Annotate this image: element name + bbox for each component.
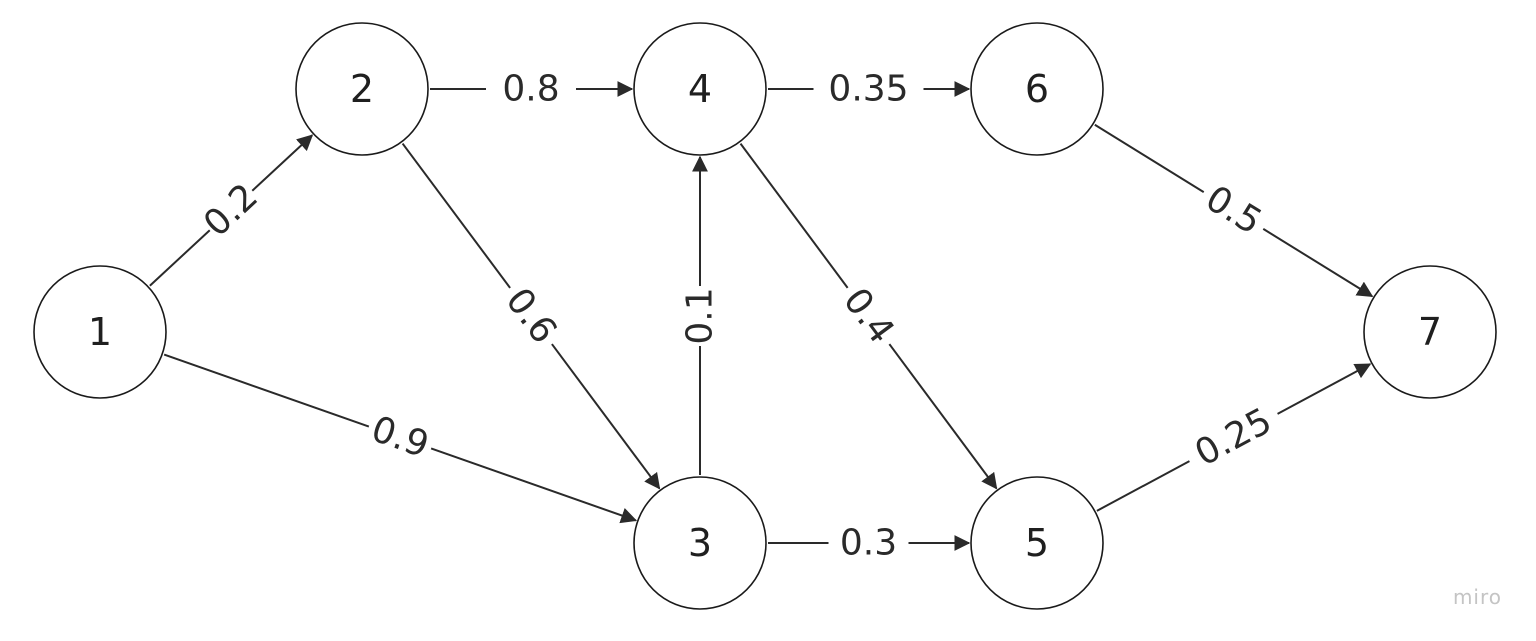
node-label: 7: [1418, 310, 1442, 354]
node-1: 1: [33, 265, 167, 399]
node-label: 1: [88, 310, 112, 354]
node-label: 2: [350, 67, 374, 111]
edge-arrow-segment: [551, 343, 661, 490]
edge-label: 0.2: [196, 176, 266, 245]
edge-line-segment: [149, 229, 211, 287]
node-6: 6: [970, 22, 1104, 156]
edge-line-segment: [1096, 460, 1190, 512]
node-label: 3: [688, 521, 712, 565]
node-circle: [970, 22, 1104, 156]
node-4: 4: [633, 22, 767, 156]
edge-label: 0.6: [497, 281, 564, 351]
node-label: 5: [1025, 521, 1049, 565]
edge-arrow-segment: [888, 343, 998, 490]
edge-line-segment: [163, 353, 370, 428]
edge-4-6: 0.35: [768, 69, 971, 110]
node-7: 7: [1363, 265, 1497, 399]
edge-3-5: 0.3: [768, 523, 971, 564]
edge-label: 0.4: [835, 281, 902, 351]
edge-label: 0.5: [1198, 178, 1268, 243]
node-circle: [633, 476, 767, 610]
node-2: 2: [295, 22, 429, 156]
edge-5-7: 0.25: [1096, 363, 1372, 512]
edge-label: 0.9: [366, 409, 434, 467]
edge-label: 0.3: [840, 523, 897, 564]
edge-4-5: 0.4: [739, 143, 998, 490]
edge-label: 0.35: [828, 69, 908, 110]
edge-line-segment: [401, 142, 511, 289]
node-label: 4: [688, 67, 712, 111]
node-circle: [1363, 265, 1497, 399]
edge-1-3: 0.9: [163, 353, 638, 524]
edge-line-segment: [1094, 123, 1205, 193]
edge-2-3: 0.6: [401, 142, 661, 490]
miro-watermark: miro: [1452, 585, 1502, 609]
node-3: 3: [633, 476, 767, 610]
edge-label: 0.25: [1188, 400, 1278, 474]
edge-arrow-segment: [430, 447, 638, 524]
edge-6-7: 0.5: [1094, 123, 1374, 298]
edge-label: 0.1: [680, 287, 721, 344]
edge-arrow-segment: [1262, 228, 1374, 298]
node-circle: [295, 22, 429, 156]
node-circle: [633, 22, 767, 156]
edge-line-segment: [739, 143, 849, 289]
node-5: 5: [970, 476, 1104, 610]
edge-arrow-segment: [251, 134, 314, 192]
nodes-layer: 1 2 3 4 5 6 7: [33, 22, 1497, 610]
edge-label: 0.8: [502, 69, 559, 110]
node-label: 6: [1025, 67, 1049, 111]
edge-2-4: 0.8: [430, 69, 634, 110]
node-circle: [970, 476, 1104, 610]
edge-arrow-segment: [1277, 363, 1372, 415]
edge-1-2: 0.2: [149, 134, 314, 287]
edge-3-4: 0.1: [680, 155, 721, 475]
node-circle: [33, 265, 167, 399]
